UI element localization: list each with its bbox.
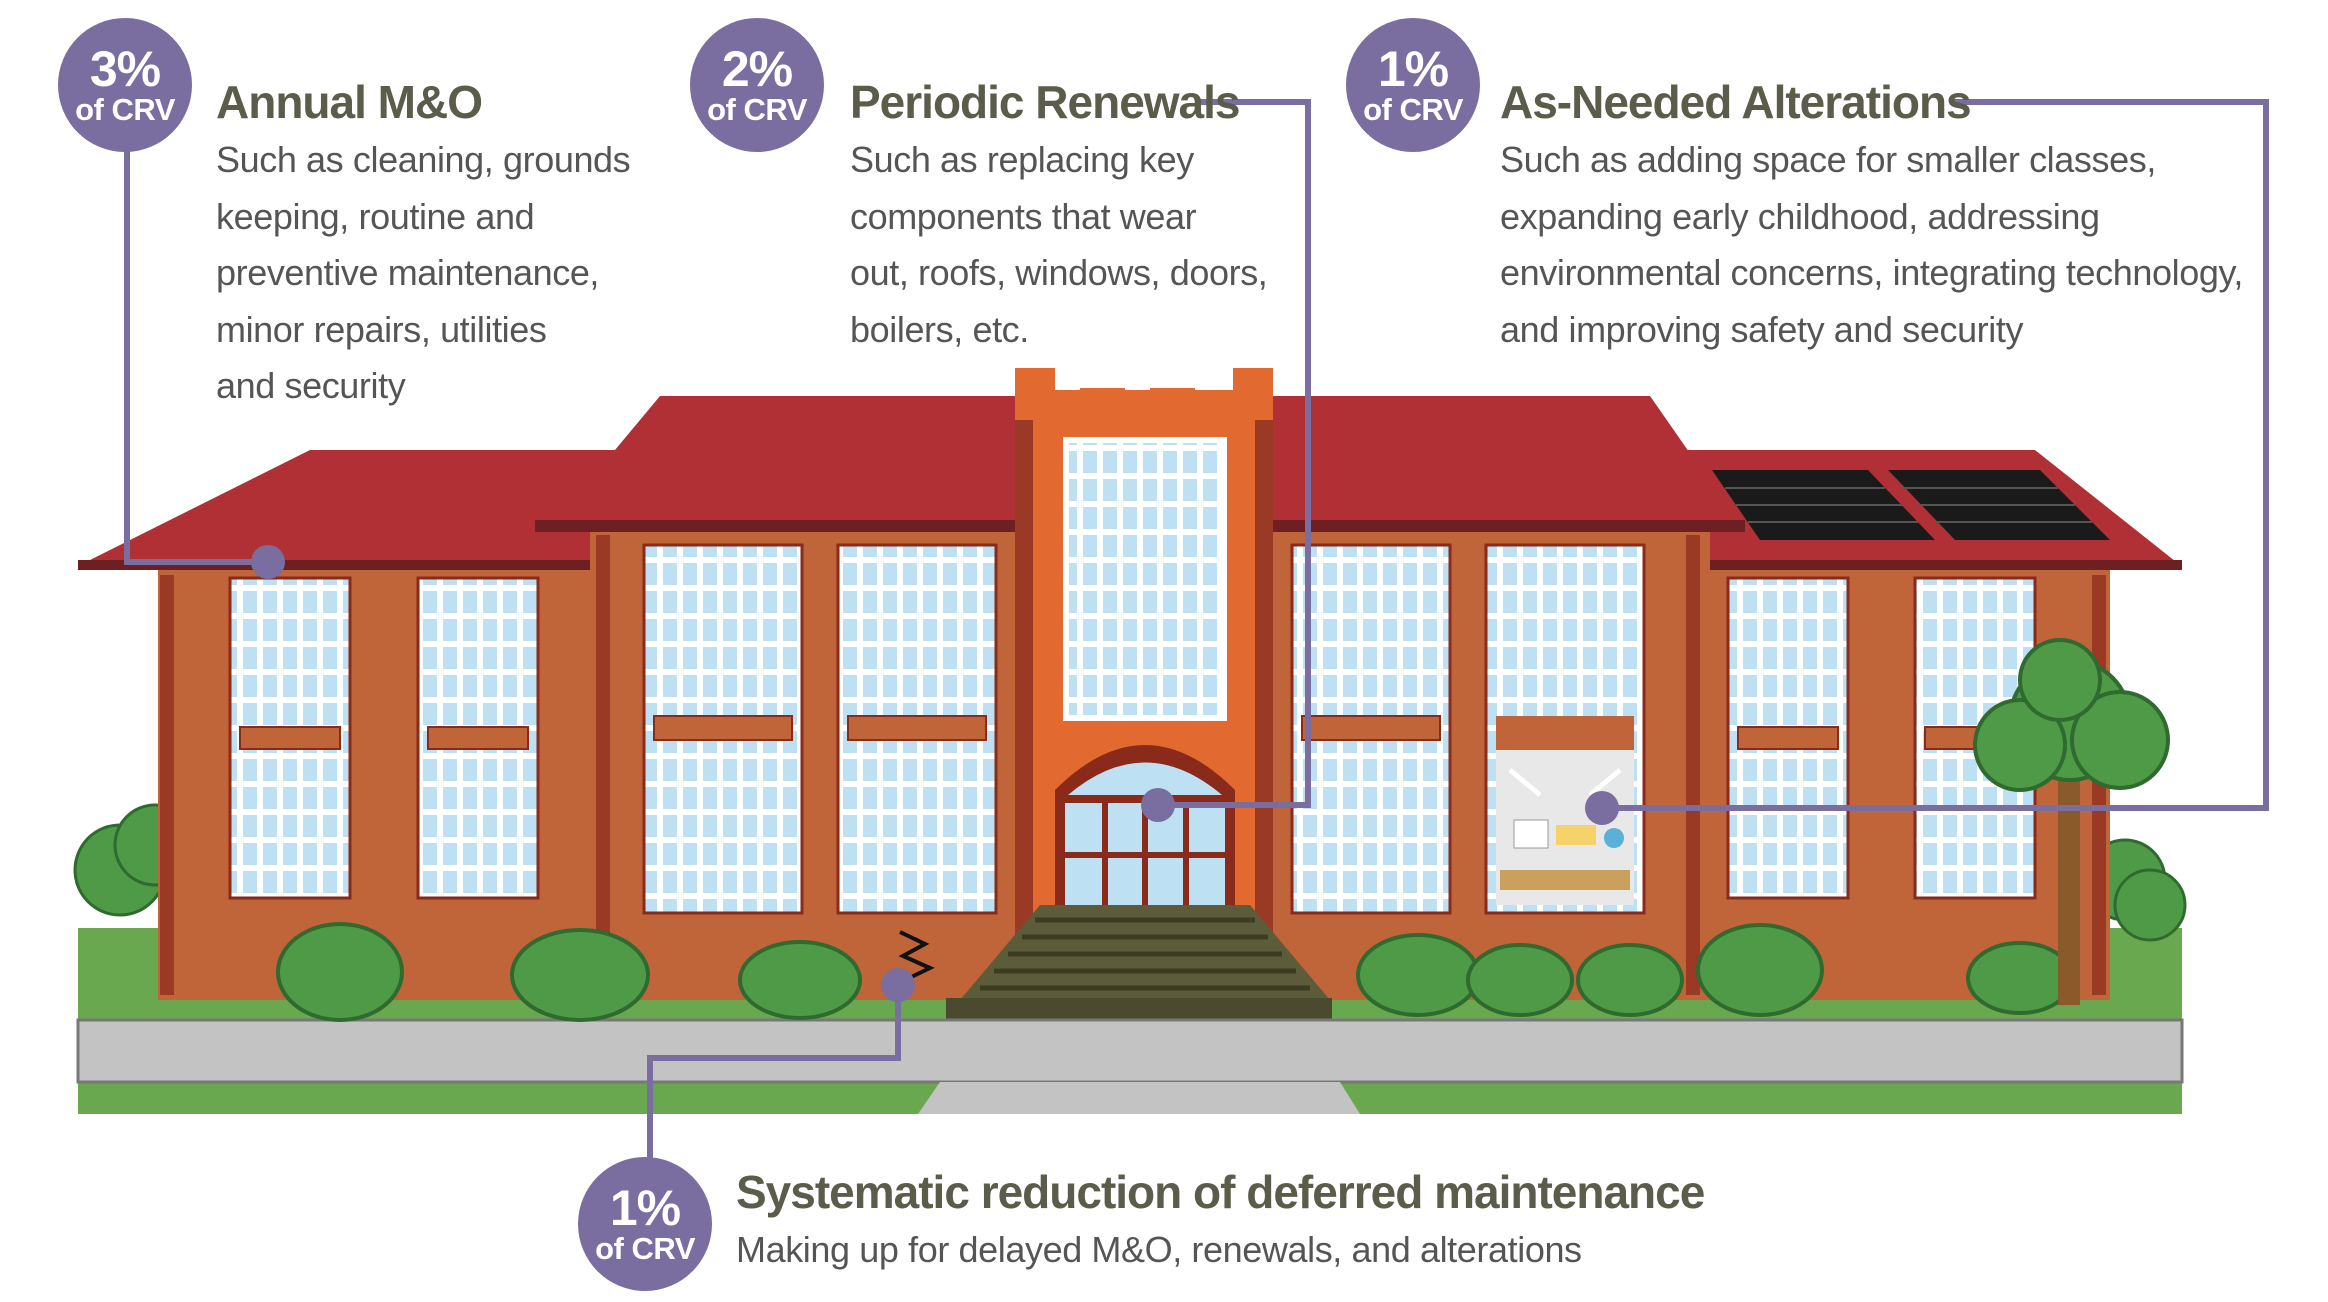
door-fanlight: [1068, 762, 1222, 795]
callout-line: Such as adding space for smaller classes…: [1500, 139, 2156, 180]
tower-window: [1063, 437, 1227, 721]
callout-body: Such as adding space for smaller classes…: [1500, 132, 2260, 358]
callout-line: and improving safety and security: [1500, 308, 2024, 350]
badge-unit: of CRV: [707, 92, 807, 127]
classroom-cutaway: [1496, 716, 1634, 905]
brick-trim: [160, 535, 2106, 995]
callout-line: boilers, etc.: [850, 308, 1029, 350]
callout-alterations: As-Needed Alterations Such as adding spa…: [1500, 76, 2260, 358]
callout-body: Making up for delayed M&O, renewals, and…: [736, 1228, 1736, 1272]
sidewalk: [76, 1018, 2184, 1084]
callout-deferred: Systematic reduction of deferred mainten…: [736, 1166, 1736, 1272]
badge-percent: 1%: [609, 1180, 681, 1236]
badge-percent: 3%: [89, 41, 161, 97]
badge-percent: 1%: [1377, 41, 1449, 97]
left-wing-roof: [80, 450, 640, 565]
right-roof-eave: [1700, 560, 2182, 570]
callout-periodic-renewals: Periodic Renewals Such as replacing key …: [850, 76, 1310, 358]
callout-body: Such as cleaning, grounds keeping, routi…: [216, 132, 656, 415]
tower-battlements: [1015, 368, 1273, 408]
solar-panels: [1712, 470, 2110, 540]
badge-unit: of CRV: [1363, 92, 1463, 127]
callout-line: minor repairs, utilities: [216, 308, 547, 350]
crack-icon: [898, 930, 935, 982]
callout-line: out, roofs, windows, doors,: [850, 252, 1268, 293]
callout-line: preventive maintenance,: [216, 252, 600, 293]
walkway: [918, 1082, 1360, 1114]
callout-title: Systematic reduction of deferred mainten…: [736, 1166, 1705, 1218]
callout-line: Such as replacing key: [850, 139, 1194, 180]
callout-line: components that wear: [850, 195, 1197, 237]
badge-alterations: 1% of CRV: [1346, 18, 1480, 152]
callout-body: Such as replacing key components that we…: [850, 132, 1310, 358]
callout-line: Such as cleaning, grounds: [216, 139, 631, 180]
callout-title: Periodic Renewals: [850, 76, 1241, 128]
badge-unit: of CRV: [595, 1231, 695, 1266]
badge-deferred: 1% of CRV: [578, 1157, 712, 1291]
callout-title: As-Needed Alterations: [1500, 76, 1972, 128]
callout-title: Annual M&O: [216, 76, 483, 128]
connector-dots: [251, 545, 1619, 1002]
badge-percent: 2%: [721, 41, 793, 97]
callout-line: expanding early childhood, addressing: [1500, 195, 2100, 237]
callout-line: and security: [216, 365, 406, 406]
callout-annual-mo: Annual M&O Such as cleaning, grounds kee…: [216, 76, 656, 415]
tower-quoins: [1015, 420, 1273, 1000]
callout-line: Making up for delayed M&O, renewals, and…: [736, 1229, 1582, 1270]
tree: [1973, 638, 2170, 1005]
left-roof-eave: [78, 560, 598, 570]
badge-annual-mo: 3% of CRV: [58, 18, 192, 152]
callout-line: keeping, routine and: [216, 195, 535, 237]
badge-unit: of CRV: [75, 92, 175, 127]
callout-line: environmental concerns, integrating tech…: [1500, 252, 2243, 293]
connector-lines: [124, 99, 2269, 1185]
badge-periodic-renewals: 2% of CRV: [690, 18, 824, 152]
